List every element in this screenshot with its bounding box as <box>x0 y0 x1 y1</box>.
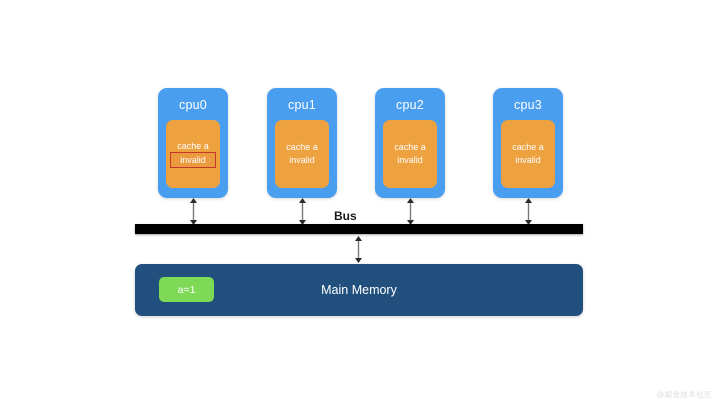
cache-box-cpu1[interactable]: cache a invalid <box>275 120 329 188</box>
main-memory-box[interactable]: Main Memory a=1 <box>135 264 583 316</box>
cpu-label-cpu0: cpu0 <box>179 98 207 112</box>
connector-arrow-cpu2-bus <box>405 198 416 225</box>
cpu-box-cpu2[interactable]: cpu2 cache a invalid <box>375 88 445 198</box>
main-memory-title: Main Memory <box>321 283 397 297</box>
cache-label-cpu1: cache a <box>286 142 318 152</box>
cpu-label-cpu3: cpu3 <box>514 98 542 112</box>
connector-arrow-cpu3-bus <box>523 198 534 225</box>
cache-state-cpu2: invalid <box>397 155 423 165</box>
cache-box-cpu0[interactable]: cache a invalid <box>166 120 220 188</box>
cpu-box-cpu3[interactable]: cpu3 cache a invalid <box>493 88 563 198</box>
bus-label: Bus <box>334 209 357 223</box>
cpu-box-cpu0[interactable]: cpu0 cache a invalid <box>158 88 228 198</box>
cache-state-cpu3: invalid <box>515 155 541 165</box>
connector-arrow-cpu0-bus <box>188 198 199 225</box>
cpu-label-cpu2: cpu2 <box>396 98 424 112</box>
watermark: @掘金技术社区 <box>656 390 712 399</box>
memory-variable-badge: a=1 <box>159 277 214 302</box>
connector-arrow-cpu1-bus <box>297 198 308 225</box>
cache-label-cpu0: cache a <box>177 141 209 151</box>
cache-label-cpu3: cache a <box>512 142 544 152</box>
cache-label-cpu2: cache a <box>394 142 426 152</box>
cpu-box-cpu1[interactable]: cpu1 cache a invalid <box>267 88 337 198</box>
cache-box-cpu3[interactable]: cache a invalid <box>501 120 555 188</box>
cache-state-cpu0: invalid <box>170 152 216 168</box>
connector-arrow-bus-memory <box>353 236 364 263</box>
cpu-label-cpu1: cpu1 <box>288 98 316 112</box>
cache-state-cpu1: invalid <box>289 155 315 165</box>
bus-bar[interactable] <box>135 224 583 234</box>
cache-box-cpu2[interactable]: cache a invalid <box>383 120 437 188</box>
